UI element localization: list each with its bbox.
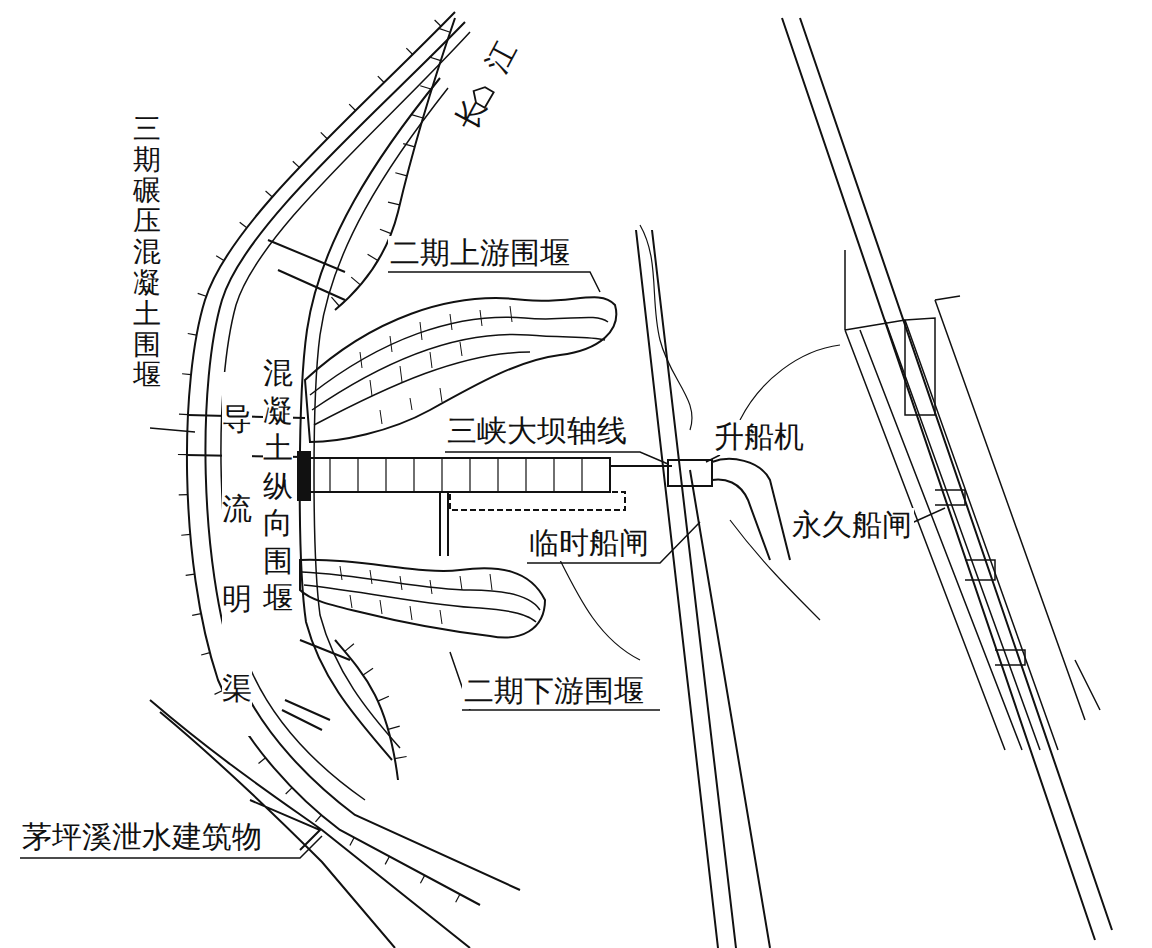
downstream-cofferdam-hatch — [340, 566, 492, 624]
structure-label: 临时船闸 — [527, 526, 651, 561]
bank-hatch — [456, 894, 460, 902]
bank-hatch — [192, 614, 201, 616]
downstream-cofferdam — [302, 572, 540, 622]
bank-hatch — [406, 48, 412, 54]
bank-hatch — [259, 758, 266, 764]
bank-hatch — [186, 574, 195, 575]
temporary-lock — [636, 230, 770, 948]
bank-hatch — [321, 132, 327, 138]
bank-hatch — [240, 222, 247, 228]
bank-hatch — [378, 76, 384, 82]
permanent-lock — [782, 18, 1112, 940]
river-bank — [335, 640, 398, 780]
cofferdam-label: 三期碾压混凝土围堰 — [133, 112, 161, 393]
bank-hatch — [345, 644, 354, 652]
bank-hatch — [266, 191, 273, 197]
cofferdam-label: 二期上游围堰 — [388, 236, 572, 271]
axis-label: 三峡大坝轴线 — [445, 414, 629, 449]
powerhouse — [440, 492, 448, 556]
bank-hatch — [349, 104, 355, 110]
dam-axis — [300, 458, 672, 492]
bank-hatch — [412, 115, 424, 118]
bank-hatch — [179, 494, 188, 496]
bank-hatch — [388, 726, 400, 729]
bank-hatch — [429, 57, 440, 61]
lock-chambers — [905, 318, 1100, 710]
bank-hatch — [198, 293, 207, 296]
bank-hatch — [331, 297, 339, 306]
bank-hatch — [420, 86, 431, 90]
bank-hatch — [188, 333, 197, 335]
bank-hatch — [395, 756, 407, 758]
longitudinal-cofferdam-head — [298, 452, 310, 500]
channel-inner-wall — [300, 78, 440, 760]
bank-hatch — [201, 653, 210, 655]
bank-hatch — [363, 668, 373, 675]
ship-lift — [668, 459, 790, 560]
cofferdam-label: 混凝土纵向围堰 — [263, 352, 293, 619]
bank-hatch — [315, 815, 321, 822]
structure-label: 茅坪溪泄水建筑物 — [20, 820, 264, 855]
dam-blocks — [330, 458, 582, 492]
channel-label: 导流明渠 — [222, 372, 252, 736]
structure-label: 永久船闸 — [790, 508, 914, 543]
bank-hatch — [368, 254, 378, 260]
bank-hatch — [420, 875, 424, 883]
bank-hatch — [403, 144, 415, 147]
upstream-cofferdam — [310, 317, 608, 425]
bank-hatch — [182, 373, 191, 375]
upstream-cofferdam-hatch — [360, 306, 512, 424]
bank-hatch — [385, 856, 389, 864]
bank-hatch — [350, 838, 354, 846]
structure-label: 升船机 — [712, 420, 806, 455]
bank-hatch — [439, 28, 450, 32]
downstream-cofferdam — [300, 560, 545, 638]
bank-hatch — [351, 277, 360, 285]
bank-hatch — [435, 20, 441, 26]
powerhouse — [450, 492, 625, 510]
bank-hatch — [179, 414, 188, 416]
bank-hatch — [380, 229, 391, 233]
bank-hatch — [286, 788, 292, 794]
bank-hatch — [216, 256, 224, 261]
cofferdam-label: 二期下游围堰 — [462, 674, 646, 709]
bank-hatch — [388, 202, 400, 205]
bank-hatch — [293, 161, 300, 167]
bank-hatch — [178, 454, 187, 455]
bank-hatch — [378, 696, 389, 701]
bank-hatch — [181, 534, 190, 536]
bank-hatch — [395, 173, 407, 176]
